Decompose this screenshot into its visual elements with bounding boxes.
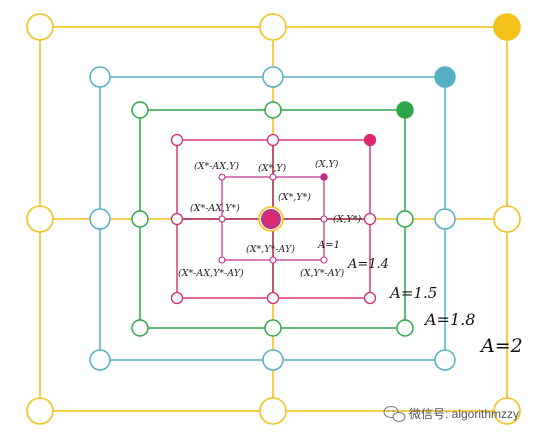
node xyxy=(131,319,149,337)
label-a1-5: A=1.5 xyxy=(388,284,437,302)
node xyxy=(363,291,377,305)
node xyxy=(262,349,284,371)
square-a1-nodes xyxy=(218,173,328,264)
node xyxy=(493,205,521,233)
node xyxy=(264,101,282,119)
center-dot xyxy=(264,212,278,226)
node xyxy=(396,319,414,337)
label-a2: A=2 xyxy=(479,335,523,357)
node xyxy=(269,256,277,264)
watermark: 微信号: algorithmzzy xyxy=(383,406,519,422)
label-x-minus-ax-y: (X*-AX,Y) xyxy=(194,161,239,172)
label-a1: A=1 xyxy=(317,240,340,251)
scale-labels: A=1 A=1.4 A=1.5 A=1.8 A=2 xyxy=(317,240,523,357)
node xyxy=(89,349,111,371)
node xyxy=(320,256,328,264)
label-x-y-minus-ay: (X,Y*-AY) xyxy=(300,268,344,279)
square-a2-nodes xyxy=(26,13,521,425)
node xyxy=(170,133,184,147)
node xyxy=(493,397,521,425)
node xyxy=(218,173,226,181)
node xyxy=(396,210,414,228)
label-x-y-star: (X,Y*) xyxy=(333,214,362,225)
node-filled xyxy=(320,173,328,181)
label-x-minus-ax-y-star: (X*-AX,Y*) xyxy=(190,203,240,214)
node xyxy=(320,215,328,223)
square-a1-5-nodes xyxy=(131,101,414,337)
label-x-star-y-star-minus-ay: (X*,Y*-AY) xyxy=(246,244,295,255)
node xyxy=(259,397,287,425)
node xyxy=(259,13,287,41)
square-a1-8-nodes xyxy=(89,66,456,371)
node xyxy=(262,66,284,88)
node xyxy=(89,208,111,230)
node xyxy=(218,256,226,264)
node xyxy=(131,101,149,119)
node-filled xyxy=(493,13,521,41)
node xyxy=(89,66,111,88)
node xyxy=(26,397,54,425)
node xyxy=(266,133,280,147)
label-x-y: (X,Y) xyxy=(315,159,339,170)
node-filled xyxy=(434,66,456,88)
label-a1-4: A=1.4 xyxy=(347,257,389,272)
node xyxy=(170,291,184,305)
node xyxy=(264,319,282,337)
node xyxy=(266,291,280,305)
node xyxy=(131,210,149,228)
node-filled xyxy=(363,133,377,147)
node xyxy=(434,349,456,371)
node xyxy=(363,212,377,226)
label-x-star-y: (X*,Y) xyxy=(258,163,287,174)
wechat-icon xyxy=(383,406,406,422)
center-point xyxy=(258,206,284,232)
point-labels: (X*-AX,Y) (X*,Y) (X,Y) (X*,Y*) (X*-AX,Y*… xyxy=(178,159,362,279)
label-a1-8: A=1.8 xyxy=(423,310,475,329)
node-filled xyxy=(396,101,414,119)
node xyxy=(218,215,226,223)
node xyxy=(26,13,54,41)
node xyxy=(26,205,54,233)
watermark-text: 微信号: algorithmzzy xyxy=(409,407,519,421)
node xyxy=(269,173,277,181)
label-x-star-y-star: (X*,Y*) xyxy=(278,192,311,203)
node xyxy=(434,208,456,230)
square-a1-4-nodes xyxy=(170,133,377,305)
label-x-minus-ax-y-minus-ay: (X*-AX,Y*-AY) xyxy=(178,268,244,279)
node xyxy=(170,212,184,226)
